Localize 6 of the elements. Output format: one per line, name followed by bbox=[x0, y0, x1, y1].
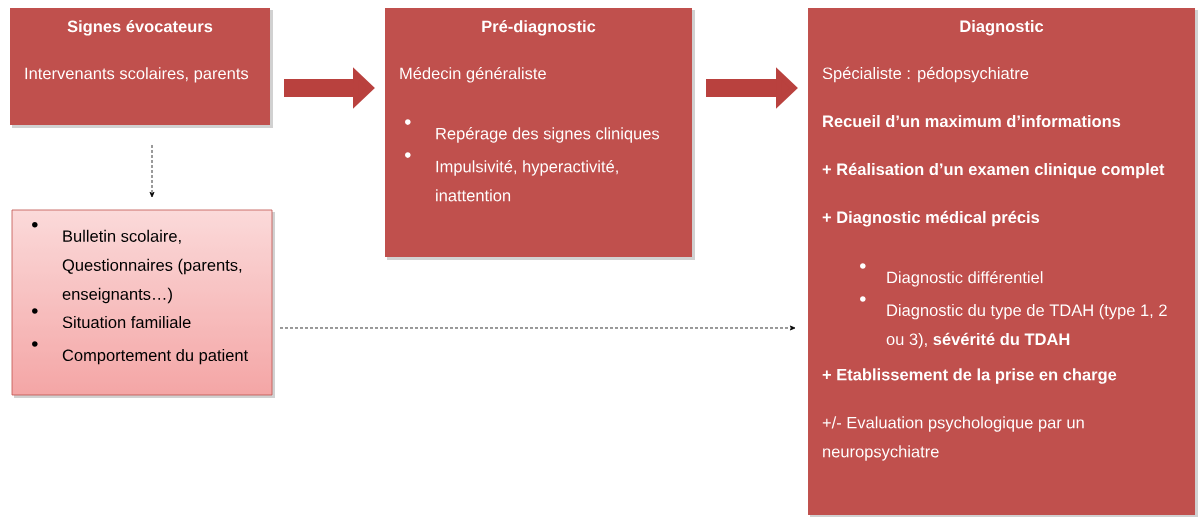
dashed-arrow bbox=[149, 144, 155, 198]
dashed-arrow bbox=[279, 325, 796, 331]
stage-box: Pré-diagnostic Médecin généraliste Repérage des signes cliniques Impulsivité, hyperactivité, inattention bbox=[385, 8, 695, 260]
stage-box: Signes évocateurs Intervenants scolaires, parents bbox=[10, 8, 273, 128]
notes-box: Bulletin scolaire, Questionnaires (parents, enseignants…) Situation familiale Comportement du patient bbox=[11, 209, 275, 398]
stage-box: Diagnostic Spécialiste : pédopsychiatre Recueil d’un maximum d’informations + Réalisation d’un examen clinique complet + Diagnostic médical précis Diagnostic différentiel Diagnostic du type de TDAH (type 1, 2 ou 3), sévérité du TDAH + Etablissement de la prise en charge +/- Evaluation psychologique par un neuropsychiatre bbox=[808, 8, 1198, 517]
